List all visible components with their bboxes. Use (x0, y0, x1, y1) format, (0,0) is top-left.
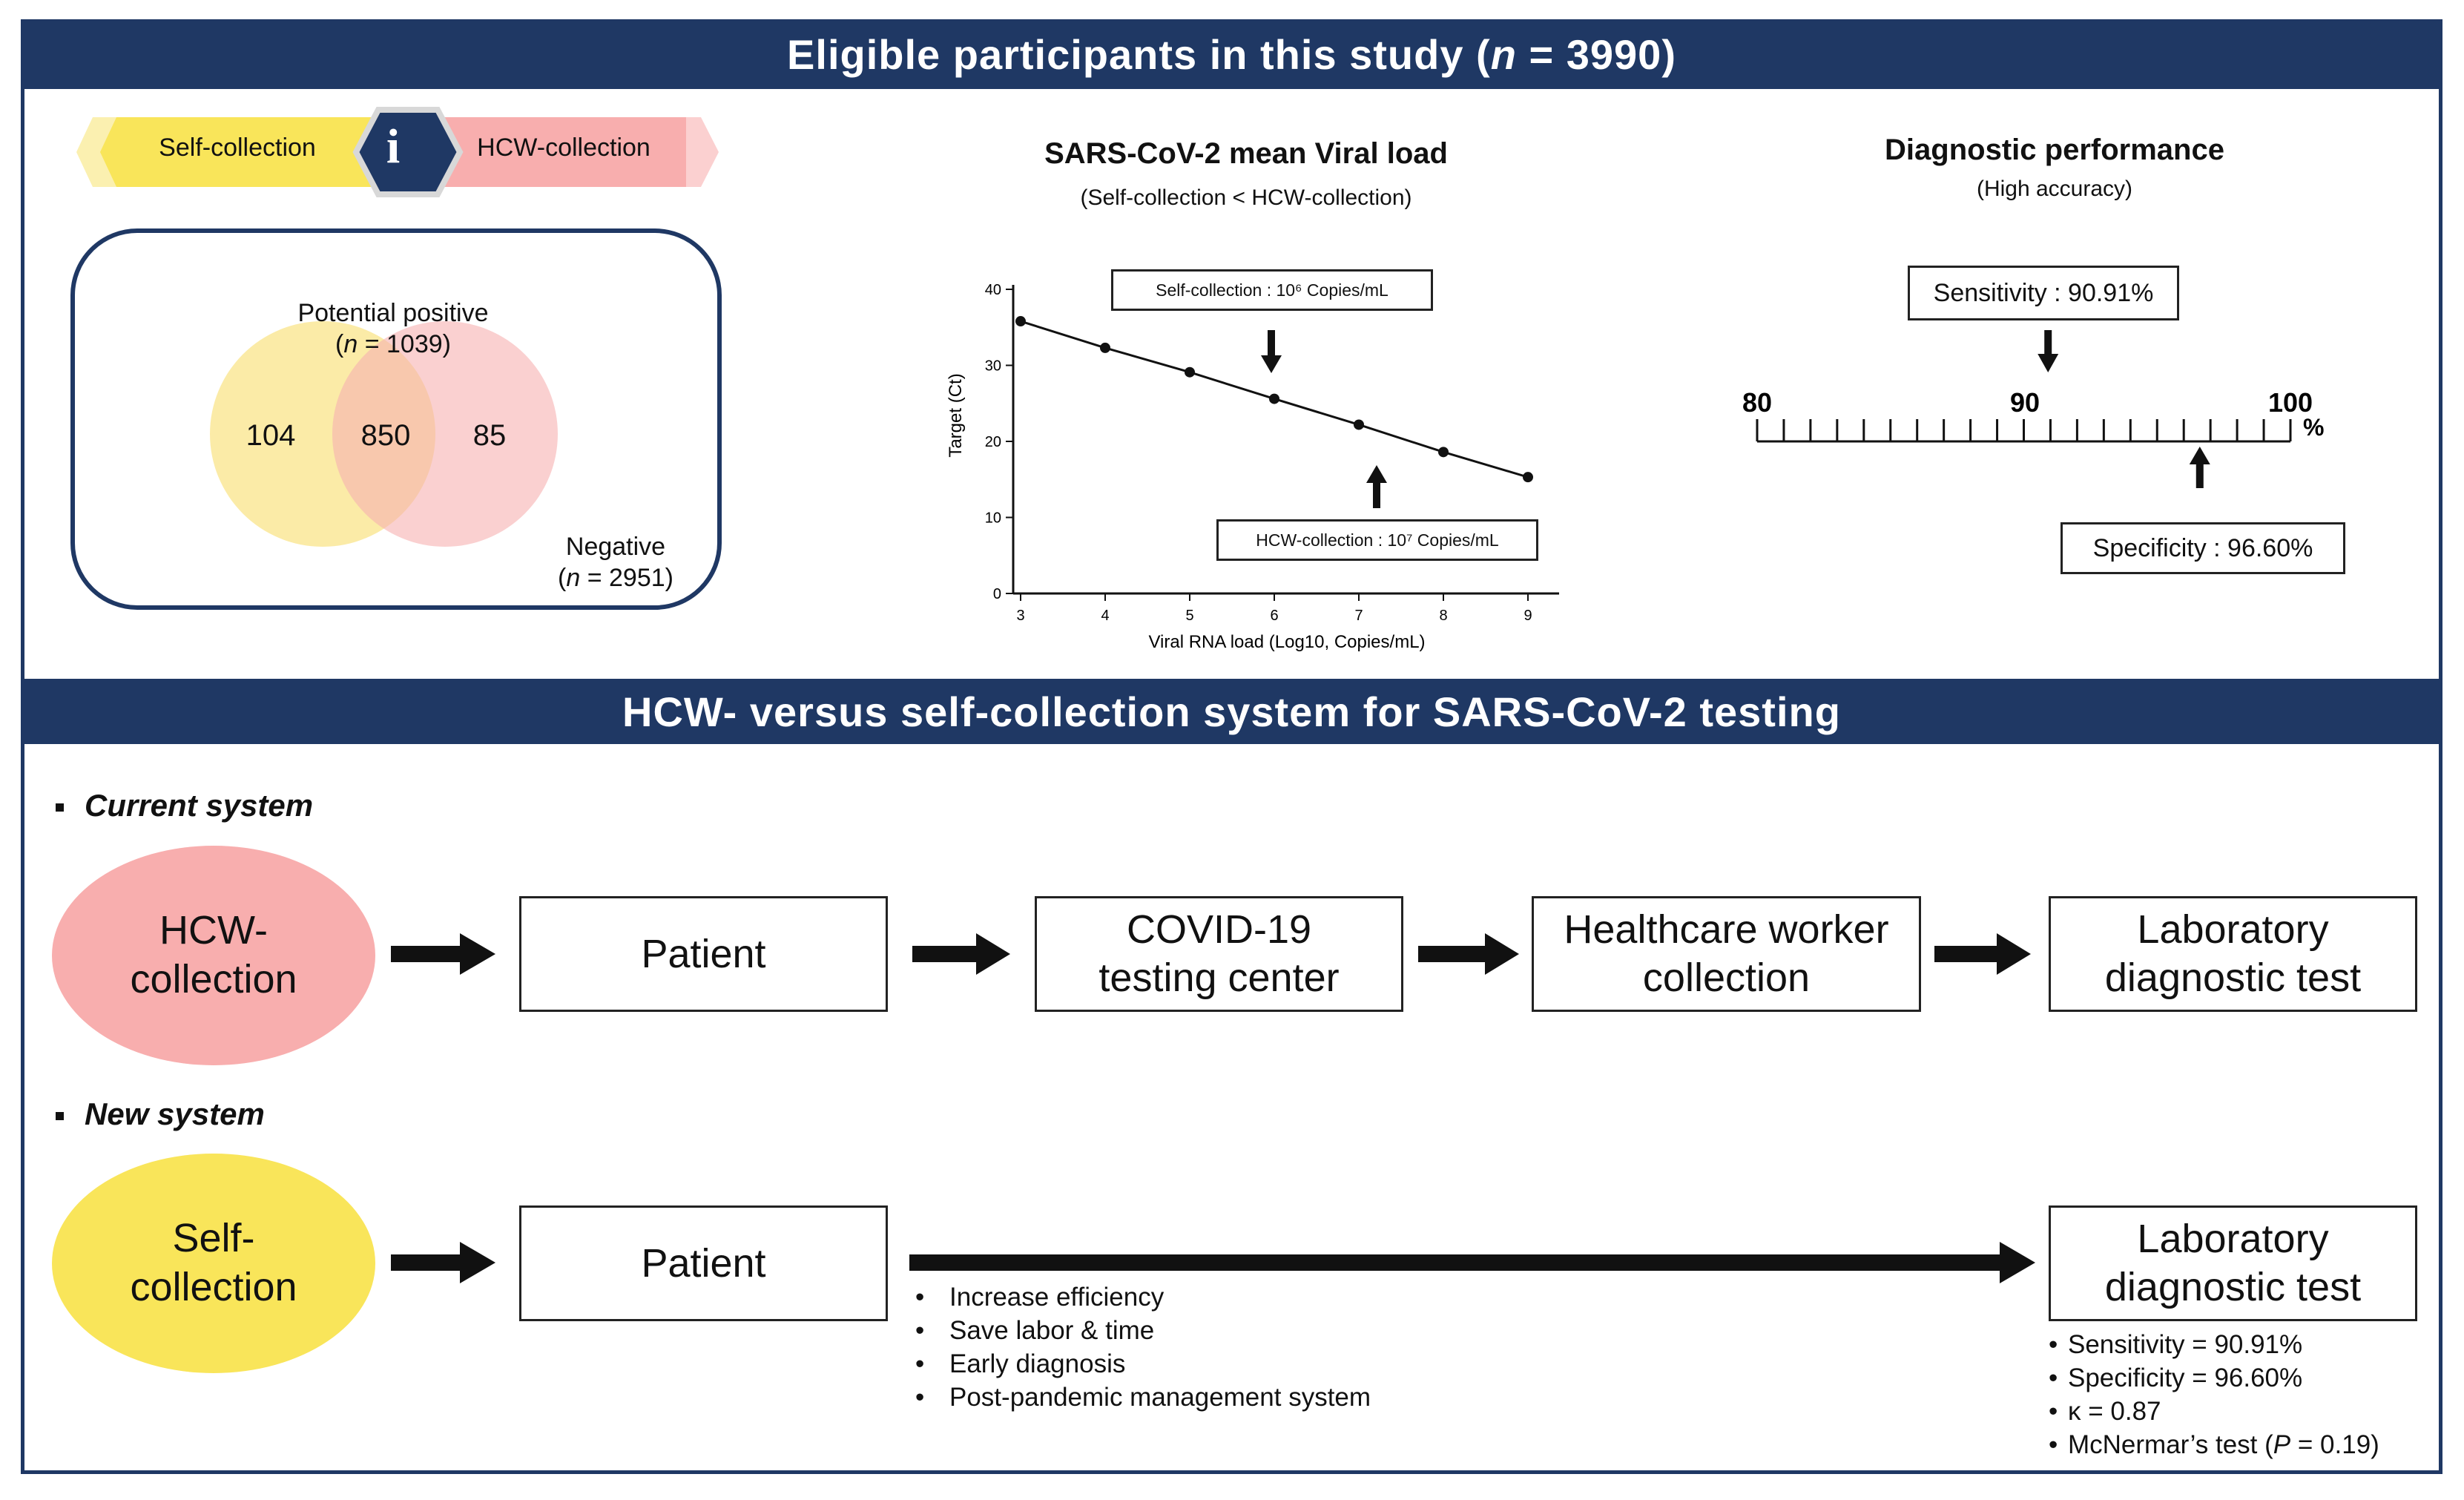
performance-scale: 80 90 100 % (1742, 330, 2324, 488)
viral-chart-title: SARS-CoV-2 mean Viral load (1044, 137, 1448, 170)
scale-max-label: 100 (2268, 387, 2313, 418)
right-arrow-icon (1418, 933, 1519, 975)
sensitivity-box: Sensitivity : 90.91% (1908, 266, 2179, 320)
self-collection-ellipse: Self- collection (52, 1154, 375, 1373)
top-header-band: Eligible participants in this study (n =… (21, 19, 2442, 89)
viral-y-tick-label: 10 (985, 510, 1001, 527)
benefit-item: Increase efficiency (911, 1280, 1801, 1314)
hcw-load-annotation-box: HCW-collection : 10⁷ Copies/mL (1216, 519, 1538, 561)
stat-item: Sensitivity = 90.91% (2049, 1328, 2442, 1361)
viral-chart-subtitle: (Self-collection < HCW-collection) (1080, 185, 1412, 210)
venn-hcw-only: 85 (472, 419, 507, 452)
viral-x-tick-label: 4 (1101, 608, 1109, 624)
venn-negative-n: (n = 2951) (558, 564, 673, 592)
venn-hcw-circle (332, 321, 558, 547)
stat-item: κ = 0.87 (2049, 1395, 2442, 1428)
venn-negative-label: Negative (565, 533, 666, 561)
specificity-box-text: Specificity : 96.60% (2092, 533, 2313, 562)
hcw-collection-ellipse: HCW- collection (52, 846, 375, 1065)
current-lab-test-box: Laboratory diagnostic test (2049, 896, 2417, 1012)
viral-x-tick-label: 5 (1185, 608, 1193, 624)
diagnostic-title: Diagnostic performance (1885, 134, 2224, 166)
benefit-item: Post-pandemic management system (911, 1381, 1801, 1414)
venn-overlap: 850 (360, 419, 411, 452)
scale-unit-label: % (2303, 414, 2324, 441)
self-load-down-arrow-icon (1261, 330, 1282, 373)
viral-x-tick-label: 6 (1270, 608, 1278, 624)
scale-mid-label: 90 (2010, 387, 2040, 418)
specificity-box: Specificity : 96.60% (2061, 522, 2345, 574)
viral-load-chart: 0 10 20 30 40 3 4 5 6 7 8 9 Viral RNA load (Log10, … (946, 282, 1559, 652)
stat-item-mcnemar: McNermar’s test (P = 0.19) (2049, 1428, 2442, 1461)
diagnostic-subtitle: (High accuracy) (1976, 177, 2133, 201)
testing-center-box: COVID-19 testing center (1035, 896, 1403, 1012)
top-header-title: Eligible participants in this study (n =… (787, 30, 1676, 78)
tag-self-label: Self-collection (159, 134, 316, 162)
scale-min-label: 80 (1742, 387, 1772, 418)
benefits-list: Increase efficiency Save labor & time Ea… (911, 1280, 1801, 1414)
new-system-label: New system (56, 1096, 501, 1132)
specificity-up-arrow-icon (2189, 447, 2210, 488)
venn-self-only: 104 (246, 419, 296, 452)
viral-data-point (1523, 472, 1533, 483)
stats-list: Sensitivity = 90.91% Specificity = 96.60… (2049, 1328, 2442, 1461)
viral-x-tick-label: 9 (1523, 608, 1532, 624)
venn-positive-label: Potential positive (297, 299, 489, 327)
sensitivity-box-text: Sensitivity : 90.91% (1933, 278, 2154, 307)
new-patient-box: Patient (519, 1205, 888, 1321)
info-icon: i (386, 119, 401, 174)
info-hexagon-icon (352, 107, 464, 197)
collection-tag (76, 107, 719, 197)
viral-x-tick-label: 8 (1439, 608, 1447, 624)
current-patient-box: Patient (519, 896, 888, 1012)
bottom-header-band: HCW- versus self-collection system for S… (21, 679, 2442, 744)
benefit-item: Early diagnosis (911, 1347, 1801, 1381)
sensitivity-down-arrow-icon (2038, 330, 2059, 372)
viral-y-tick-label: 20 (985, 434, 1001, 450)
hcw-load-up-arrow-icon (1366, 465, 1387, 508)
bullet-square-icon (56, 1112, 64, 1121)
self-load-annotation-text: Self-collection : 10⁶ Copies/mL (1156, 280, 1389, 300)
right-arrow-icon (1934, 933, 2031, 975)
tag-hcw-label: HCW-collection (477, 134, 650, 162)
viral-y-tick-label: 40 (985, 282, 1001, 298)
hcw-load-annotation-text: HCW-collection : 10⁷ Copies/mL (1256, 530, 1499, 550)
venn-container (70, 228, 722, 610)
viral-y-axis-label: Target (Ct) (946, 373, 966, 457)
long-right-arrow-icon (909, 1242, 2035, 1283)
viral-data-point (1438, 447, 1449, 458)
viral-data-point (1015, 316, 1026, 327)
viral-x-tick-label: 3 (1016, 608, 1024, 624)
bullet-square-icon (56, 803, 64, 812)
self-load-annotation-box: Self-collection : 10⁶ Copies/mL (1111, 269, 1433, 311)
venn-positive-n: (n = 1039) (335, 330, 451, 358)
stat-item: Specificity = 96.60% (2049, 1361, 2442, 1395)
viral-data-point (1100, 342, 1110, 353)
right-arrow-icon (912, 933, 1010, 975)
right-arrow-icon (391, 1242, 495, 1283)
benefit-item: Save labor & time (911, 1314, 1801, 1347)
viral-data-point (1354, 419, 1364, 430)
healthcare-worker-box: Healthcare worker collection (1532, 896, 1921, 1012)
viral-x-tick-label: 7 (1354, 608, 1363, 624)
current-system-label: Current system (56, 788, 501, 823)
viral-y-tick-label: 30 (985, 358, 1001, 375)
viral-data-point (1185, 366, 1195, 378)
viral-data-point (1269, 393, 1279, 404)
new-lab-test-box: Laboratory diagnostic test (2049, 1205, 2417, 1321)
right-arrow-icon (391, 933, 495, 975)
viral-x-axis-label: Viral RNA load (Log10, Copies/mL) (1148, 632, 1425, 652)
venn-diagram (210, 321, 558, 547)
viral-y-tick-label: 0 (993, 586, 1001, 602)
